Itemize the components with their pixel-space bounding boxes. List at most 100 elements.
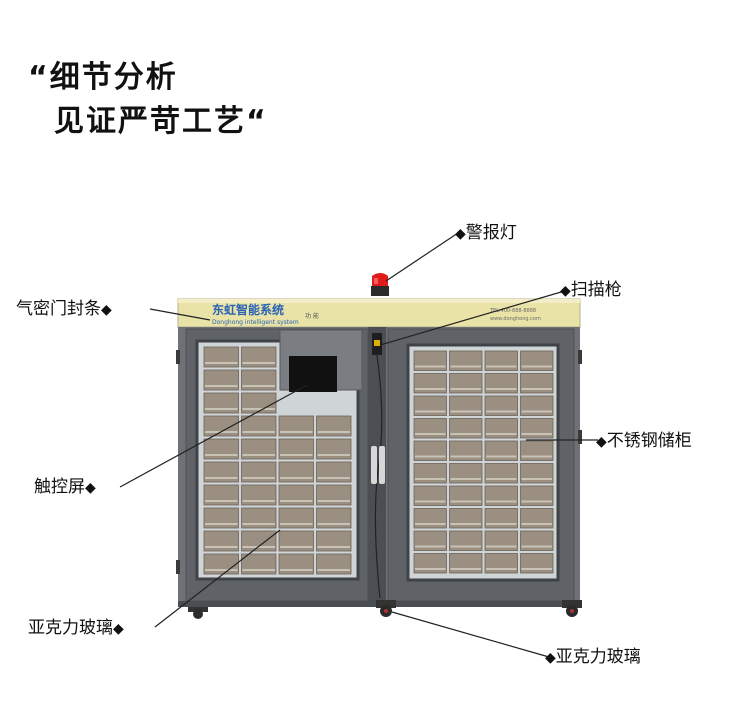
locker-lip [521, 478, 552, 480]
locker-compartment [449, 508, 483, 529]
locker-lip [205, 362, 238, 364]
contact-line-1: TEL:400-888-8888 [489, 308, 536, 314]
locker-lip [317, 500, 350, 502]
locker-lip [450, 410, 481, 413]
diamond-bullet: ◆ [545, 650, 556, 666]
leader-door-seal [149, 308, 211, 321]
locker-lip [317, 477, 350, 479]
locker-lip [242, 385, 275, 387]
contact-line-2: www.donghong.com [490, 316, 541, 322]
locker-lip [280, 523, 313, 525]
callout-alarm-light: ◆警报灯 [455, 222, 517, 245]
locker-lip [486, 365, 517, 368]
locker-lip [486, 388, 517, 390]
locker-compartment [484, 463, 518, 484]
locker-lip [317, 569, 350, 571]
locker-lip [242, 500, 275, 502]
locker-lip [521, 433, 552, 435]
callout-acrylic-right-text: 亚克力玻璃 [555, 647, 641, 667]
locker-lip [450, 523, 481, 525]
locker-compartment [413, 440, 447, 461]
locker-lip [415, 545, 446, 548]
right-locker-grid [413, 350, 554, 574]
locker-lip [280, 454, 313, 456]
brand-subtext: Donghong intelligent system [212, 319, 299, 326]
locker-compartment [520, 350, 554, 371]
locker-lip [242, 408, 275, 410]
locker-compartment [449, 463, 483, 484]
locker-lip [486, 410, 517, 413]
left-door-handle [371, 446, 377, 484]
locker-compartment [484, 395, 518, 416]
locker-lip [280, 569, 313, 571]
callout-acrylic-right: ◆亚克力玻璃 [545, 646, 641, 669]
callout-scanner: ◆扫描枪 [560, 279, 622, 302]
locker-compartment [413, 418, 447, 439]
locker-lip [486, 545, 517, 548]
callout-scanner-text: 扫描枪 [570, 280, 622, 300]
locker-lip [280, 500, 313, 502]
callout-alarm-light-text: 警报灯 [465, 223, 517, 243]
locker-lip [280, 477, 313, 479]
callout-door-seal-text: 气密门封条 [16, 299, 101, 319]
locker-compartment [520, 485, 554, 506]
locker-lip [450, 500, 481, 503]
locker-lip [205, 454, 238, 456]
hinge [176, 560, 180, 574]
locker-lip [415, 523, 446, 525]
locker-lip [205, 408, 238, 410]
locker-compartment [449, 395, 483, 416]
callout-touch-screen: 触控屏◆ [34, 476, 96, 499]
alarm-light [371, 273, 389, 296]
locker-compartment [484, 350, 518, 371]
locker-lip [415, 455, 446, 458]
locker-lip [317, 431, 350, 433]
diamond-bullet: ◆ [596, 434, 607, 450]
locker-compartment [413, 395, 447, 416]
locker-compartment [449, 530, 483, 551]
locker-compartment [413, 508, 447, 529]
locker-compartment [413, 485, 447, 506]
right-door [387, 328, 575, 602]
locker-compartment [520, 440, 554, 461]
locker-compartment [413, 373, 447, 394]
locker-compartment [520, 418, 554, 439]
brand-text: 东虹智能系统 [212, 302, 284, 317]
locker-compartment [484, 508, 518, 529]
locker-compartment [520, 463, 554, 484]
locker-compartment [413, 463, 447, 484]
locker-lip [205, 385, 238, 387]
locker-compartment [413, 553, 447, 574]
locker-lip [205, 477, 238, 479]
locker-lip [521, 388, 552, 390]
left-locker-grid [203, 346, 352, 575]
locker-lip [521, 410, 552, 413]
locker-lip [521, 500, 552, 503]
locker-lip [280, 431, 313, 433]
callout-steel-cabinet-text: 不锈钢储柜 [606, 431, 692, 451]
locker-lip [521, 455, 552, 458]
locker-compartment [520, 553, 554, 574]
locker-compartment [413, 350, 447, 371]
locker-compartment [449, 440, 483, 461]
locker-lip [280, 546, 313, 548]
callout-leaders [119, 232, 598, 658]
leader-acrylic-left [154, 529, 281, 628]
locker-lip [450, 365, 481, 368]
touch-screen [279, 329, 363, 392]
locker-compartment [484, 418, 518, 439]
locker-compartment [449, 350, 483, 371]
locker-lip [415, 500, 446, 503]
locker-lip [205, 523, 238, 525]
locker-lip [205, 569, 238, 571]
callout-touch-screen-text: 触控屏 [34, 477, 85, 497]
locker-compartment [520, 508, 554, 529]
locker-compartment [449, 373, 483, 394]
locker-lip [242, 569, 275, 571]
leader-alarm-light [385, 232, 459, 282]
locker-compartment [449, 418, 483, 439]
locker-compartment [413, 530, 447, 551]
locker-compartment [449, 485, 483, 506]
locker-lip [242, 431, 275, 433]
locker-lip [415, 478, 446, 480]
